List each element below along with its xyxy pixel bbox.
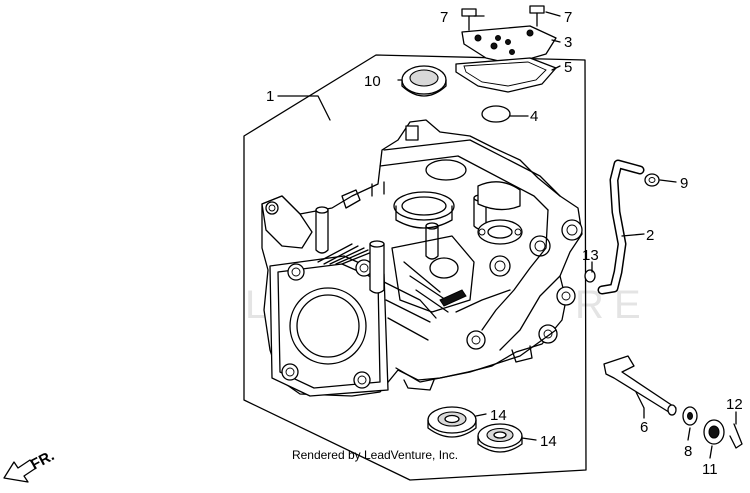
crankcase-body [261, 119, 583, 397]
credit-line: Rendered by LeadVenture, Inc. [291, 448, 459, 462]
oil-seal [401, 65, 447, 97]
callout-11: 11 [702, 461, 718, 478]
callout-12: 12 [726, 396, 743, 413]
plug [481, 105, 511, 123]
governor-seal [703, 419, 725, 445]
callout-14-lower: 14 [540, 433, 557, 450]
callout-10: 10 [364, 73, 381, 90]
callout-7-left: 7 [440, 9, 448, 26]
washer [682, 406, 698, 426]
breather-gasket [455, 57, 557, 93]
callout-4: 4 [530, 108, 538, 125]
governor-shaft [603, 355, 677, 416]
breather-cover [461, 25, 557, 65]
bolt-right [529, 5, 545, 27]
callout-6: 6 [640, 419, 648, 436]
callout-14-upper: 14 [490, 407, 507, 424]
tube-clip-lower [584, 269, 596, 283]
bearing-lower [477, 423, 523, 453]
callout-7-right: 7 [564, 9, 572, 26]
direction-arrow-icon [3, 459, 37, 483]
callout-2: 2 [646, 227, 654, 244]
bolt-left [461, 8, 477, 31]
callout-13: 13 [582, 247, 599, 264]
leader-lines [277, 11, 737, 459]
callout-5: 5 [564, 59, 572, 76]
bearing-upper [427, 406, 477, 438]
callout-1: 1 [266, 88, 274, 105]
callout-8: 8 [684, 443, 692, 460]
assembly-outline [243, 54, 587, 481]
cotter-pin [729, 423, 743, 449]
breather-tube [597, 159, 645, 295]
callout-9: 9 [680, 175, 688, 192]
tube-clip-upper [644, 173, 660, 187]
callout-3: 3 [564, 34, 572, 51]
